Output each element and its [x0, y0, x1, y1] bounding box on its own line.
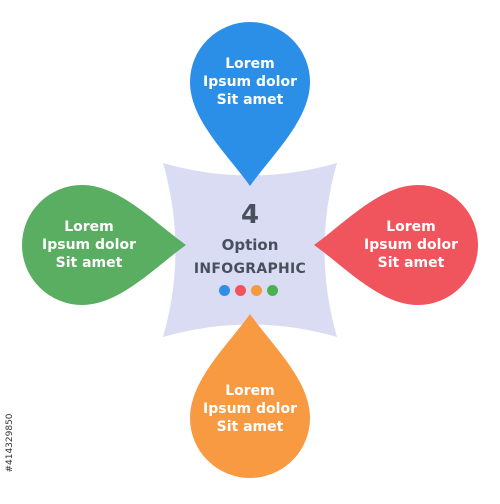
- petal-top-line-1: Lorem: [225, 56, 275, 72]
- center-title: INFOGRAPHIC: [193, 261, 307, 277]
- dot-orange: [251, 285, 262, 296]
- petal-left-line-1: Lorem: [64, 219, 114, 235]
- petal-top-line-2: Ipsum dolor: [203, 74, 297, 90]
- petal-top: [190, 22, 310, 186]
- petal-right-label: Lorem Ipsum dolor Sit amet: [346, 218, 476, 272]
- center-shape: [163, 163, 337, 337]
- petal-right-line-1: Lorem: [386, 219, 436, 235]
- petal-left-line-2: Ipsum dolor: [42, 237, 136, 253]
- petal-left-label: Lorem Ipsum dolor Sit amet: [24, 218, 154, 272]
- dot-blue: [219, 285, 230, 296]
- petal-bottom-line-3: Sit amet: [216, 419, 284, 435]
- petal-left: [22, 185, 186, 305]
- stock-id-text: #414329850: [5, 412, 15, 473]
- petal-left-line-3: Sit amet: [55, 255, 123, 271]
- dot-red: [235, 285, 246, 296]
- petal-top-label: Lorem Ipsum dolor Sit amet: [185, 55, 315, 109]
- petal-top-line-3: Sit amet: [216, 92, 284, 108]
- petal-right: [314, 185, 478, 305]
- petal-bottom-label: Lorem Ipsum dolor Sit amet: [185, 382, 315, 436]
- petal-bottom-line-2: Ipsum dolor: [203, 401, 297, 417]
- center-option-label: Option: [221, 236, 279, 254]
- petal-right-line-2: Ipsum dolor: [364, 237, 458, 253]
- petal-bottom: [190, 314, 310, 478]
- petal-right-line-3: Sit amet: [377, 255, 445, 271]
- petal-bottom-line-1: Lorem: [225, 383, 275, 399]
- color-dots: [219, 285, 278, 296]
- dot-green: [267, 285, 278, 296]
- center-number: 4: [240, 200, 260, 230]
- stock-id: #414329850: [3, 390, 17, 495]
